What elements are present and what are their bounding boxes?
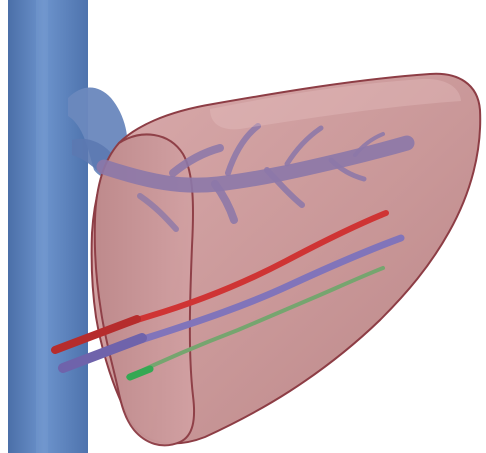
vena-cava-highlight bbox=[36, 0, 48, 453]
